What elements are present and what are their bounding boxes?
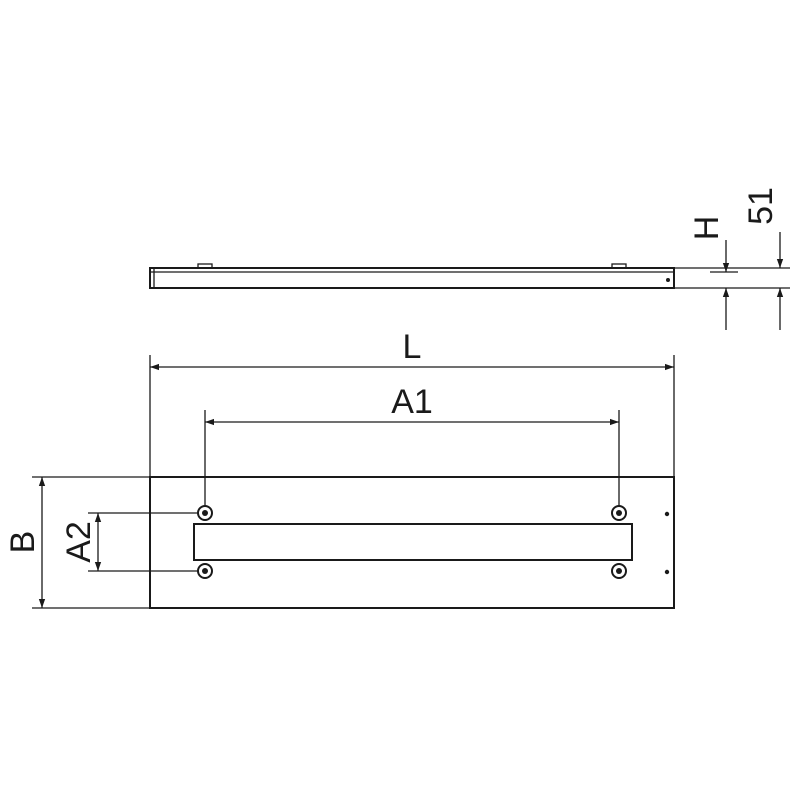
top-view-plate [149,476,675,609]
side-view [149,263,675,289]
height-dimensions: H 51 [674,187,790,330]
side-view-bolt-left [197,263,213,269]
dim-A2-label: A2 [60,521,98,563]
edge-pin-top [664,511,670,517]
dim-B-label: B [4,531,42,554]
dimension-B: B [4,476,150,609]
dimension-L: L [149,328,675,477]
dimension-A2: A2 [60,512,198,572]
side-view-plate [149,267,675,289]
bolt-bottom-left [197,563,213,579]
side-view-pin-hole [666,278,670,282]
dim-H-label: H [688,216,726,241]
bolt-top-right [611,505,627,521]
bolt-top-left [197,505,213,521]
top-view-slot [193,523,633,561]
dim-L-label: L [403,328,422,366]
side-view-bolt-right [611,263,627,269]
bolt-bottom-right [611,563,627,579]
dim-A1-label: A1 [391,383,433,421]
dimension-A1: A1 [204,383,620,506]
top-view [149,476,675,609]
dim-51-label: 51 [742,187,780,225]
edge-pin-bottom [664,569,670,575]
